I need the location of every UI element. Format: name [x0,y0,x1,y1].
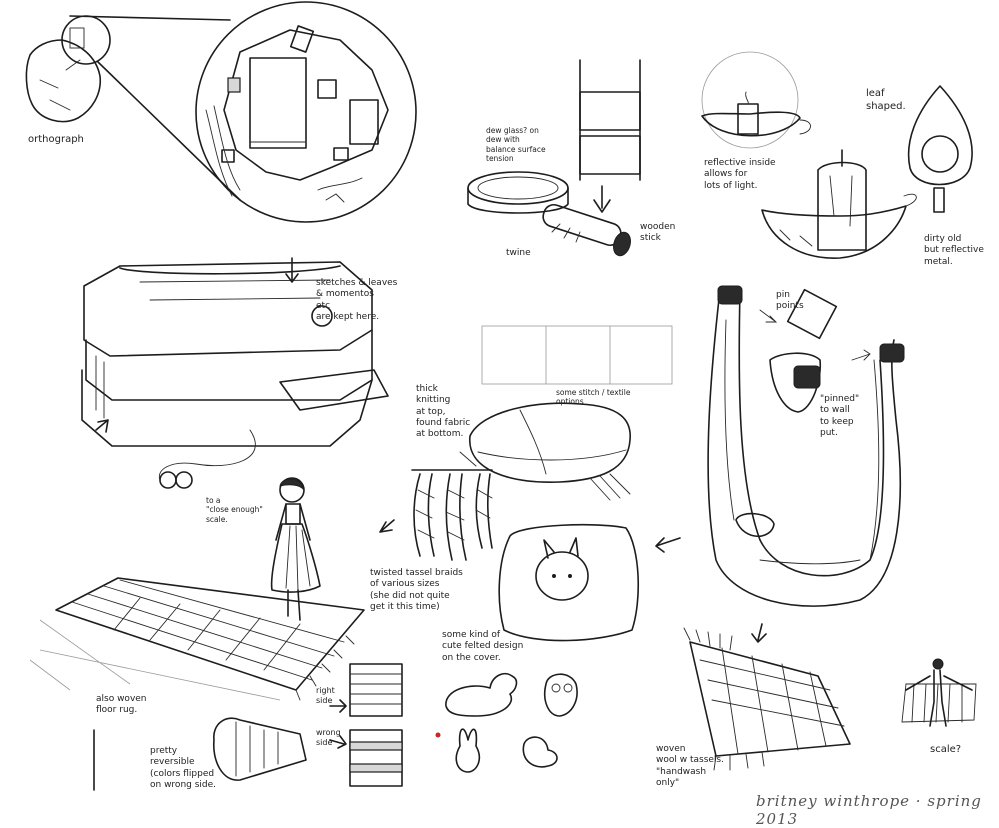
bunny-cushion [498,523,639,642]
scale-figure [901,658,977,727]
label-reversible: pretty reversible (colors flipped on wro… [150,746,217,790]
label-sketches-kept: sketches & leaves & momentos etc are kep… [316,278,398,322]
label-twisted-tassel: twisted tassel braids of various sizes (… [370,568,463,612]
signature: britney winthrope · spring 2013 [756,792,982,828]
label-close-enough-scale: to a "close enough" scale. [206,496,263,524]
dew-glass-lens [467,171,631,257]
label-reflective: reflective inside allows for lots of lig… [704,158,776,191]
label-pin-points: pin points [776,290,804,312]
stacked-frames [579,59,641,213]
label-wooden-stick: wooden stick [640,222,676,244]
label-pinned-to-wall: "pinned" to wall to keep put. [820,394,860,438]
label-thick-knitting: thick knitting at top, found fabric at b… [416,384,471,439]
label-dew-glass: dew glass? on dew with balance surface t… [486,126,546,164]
leaf-shaped-dish [907,85,973,213]
woven-floor-rug [29,577,365,701]
label-woven-tassels: woven wool w tassels. "handwash only" [656,744,724,788]
reversible-rug-roll [93,717,307,791]
label-dirty-metal: dirty old but reflective metal. [924,234,984,267]
book-stack [81,257,389,489]
label-wrong-side: wrong side [316,728,341,747]
candle-bowl-glowing [701,51,811,149]
stitch-option-boxes [481,325,673,385]
label-stitch-options: some stitch / textile options [556,388,631,407]
candle-bowl-main [761,149,917,259]
twisted-tassel-braids [379,469,493,561]
label-orthograph: orthograph [28,134,84,145]
girl-figure [270,477,321,621]
orthograph-small-map [25,15,111,123]
label-leaf-shaped: leaf shaped. [866,88,906,112]
knitted-cushion [459,402,631,501]
label-right-side: right side [316,686,335,705]
label-felted-design: some kind of cute felted design on the c… [442,630,524,663]
hanging-hammock [655,285,905,643]
orthograph-detail-circle [195,1,417,223]
felted-animal-designs [435,672,578,773]
rug-swatches [329,663,403,787]
woven-wool-rug [683,627,851,771]
label-also-woven: also woven floor rug. [96,694,147,716]
label-twine: twine [506,248,531,258]
label-scale-question: scale? [930,744,962,755]
